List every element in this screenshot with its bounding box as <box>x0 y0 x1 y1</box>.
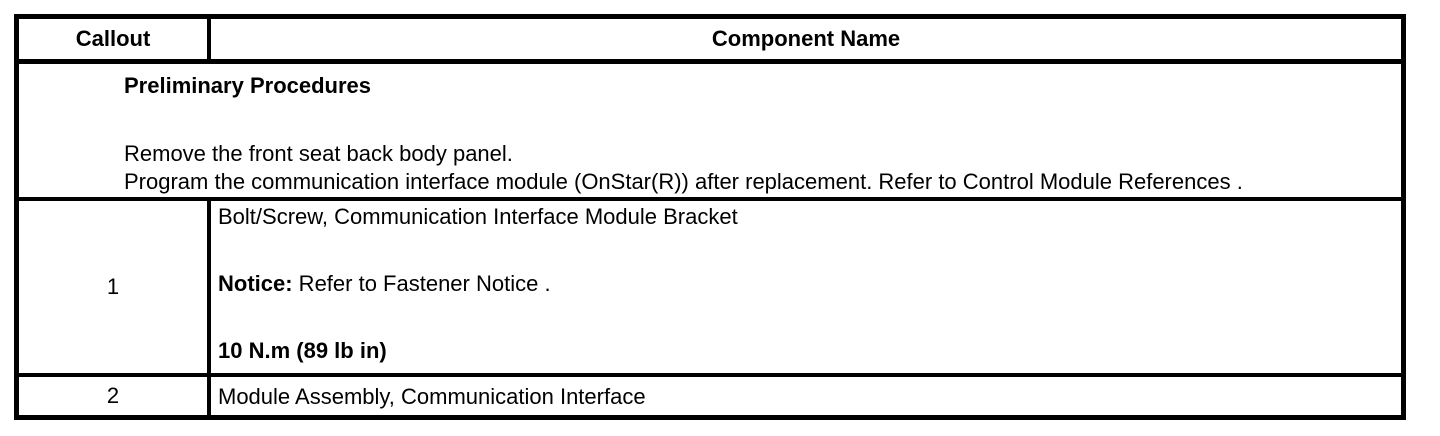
table-header-row: Callout Component Name <box>19 19 1401 64</box>
table-row: 2 Module Assembly, Communication Interfa… <box>19 377 1401 415</box>
preliminary-step-program-module: Program the communication interface modu… <box>124 169 1243 194</box>
component-name-column-header: Component Name <box>711 26 901 51</box>
preliminary-step-remove-panel: Remove the front seat back body panel. <box>124 141 513 166</box>
preliminary-procedures-row: Preliminary Procedures Remove the front … <box>19 64 1401 201</box>
notice-label: Notice: <box>218 271 293 296</box>
component-cell-1: Bolt/Screw, Communication Interface Modu… <box>211 201 1401 373</box>
callout-number-2: 2 <box>19 377 211 415</box>
component-cell-2: Module Assembly, Communication Interface <box>211 377 1401 415</box>
callout-number-1: 1 <box>19 201 211 373</box>
preliminary-procedures-title: Preliminary Procedures <box>124 73 372 98</box>
callout-column-header: Callout <box>19 19 211 59</box>
fastener-notice-line: Notice: Refer to Fastener Notice . <box>218 270 1393 297</box>
component-name-text: Bolt/Screw, Communication Interface Modu… <box>218 204 738 229</box>
callout-component-table: Callout Component Name Preliminary Proce… <box>14 14 1406 420</box>
torque-spec: 10 N.m (89 lb in) <box>218 338 387 363</box>
notice-text: Refer to Fastener Notice . <box>292 271 551 296</box>
component-name-text: Module Assembly, Communication Interface <box>218 383 646 409</box>
table-row: 1 Bolt/Screw, Communication Interface Mo… <box>19 201 1401 377</box>
